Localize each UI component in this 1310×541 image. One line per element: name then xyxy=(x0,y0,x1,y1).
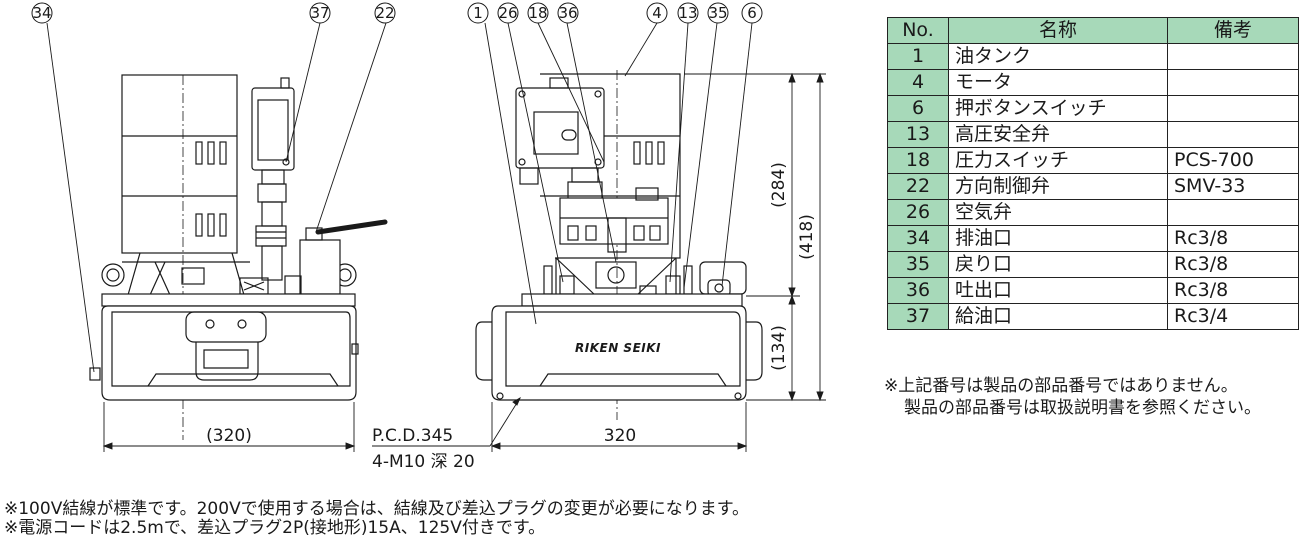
row-name: モータ xyxy=(948,69,1168,96)
row-remark xyxy=(1167,121,1299,148)
row-remark: PCS-700 xyxy=(1167,147,1299,174)
row-remark: Rc3/8 xyxy=(1167,225,1299,252)
height-lower-label: (134) xyxy=(769,325,789,371)
callout-13: 13 xyxy=(678,4,697,22)
side-motor xyxy=(121,74,238,440)
row-remark: Rc3/8 xyxy=(1167,277,1299,304)
height-total-label: (418) xyxy=(797,214,817,260)
row-name: 押ボタンスイッチ xyxy=(948,95,1168,122)
callout-18: 18 xyxy=(528,4,547,22)
row-no: 13 xyxy=(887,121,949,148)
row-no: 6 xyxy=(887,95,949,122)
row-name: 排油口 xyxy=(948,225,1168,252)
bolt-label: 4-M10 深 20 xyxy=(372,452,475,472)
front-tank xyxy=(475,305,763,401)
row-no: 26 xyxy=(887,199,949,226)
front-pressure-switch xyxy=(515,77,605,201)
row-remark xyxy=(1167,199,1299,226)
row-no: 1 xyxy=(887,43,949,70)
row-name: 高圧安全弁 xyxy=(948,121,1168,148)
side-width-label: (320) xyxy=(206,426,252,446)
height-upper-label: (284) xyxy=(769,162,789,208)
callout-36: 36 xyxy=(558,4,577,22)
front-width-label: 320 xyxy=(604,426,636,446)
row-name: 給油口 xyxy=(948,303,1168,330)
row-remark: Rc3/8 xyxy=(1167,251,1299,278)
side-valve-stack xyxy=(239,169,287,295)
callout-35: 35 xyxy=(708,4,727,22)
header-no: No. xyxy=(887,17,949,44)
callout-1: 1 xyxy=(473,4,483,22)
footer-note: ※電源コードは2.5mで、差込プラグ2P(接地形)15A、125V付きです。 xyxy=(4,518,546,538)
front-view xyxy=(475,70,826,452)
callout-leaders xyxy=(46,22,753,373)
side-motor-mount xyxy=(122,252,250,296)
pump-drawing: 34 37 22 1 26 18 36 4 13 35 6 (320) 320 … xyxy=(31,2,826,472)
side-eye-left xyxy=(101,263,125,287)
height-dimensions xyxy=(684,72,826,402)
footer-note: ※100V結線が標準です。200Vで使用する場合は、結線及び差込プラグの変更が必… xyxy=(4,499,749,519)
callout-6: 6 xyxy=(747,4,757,22)
pcd-label: P.C.D.345 xyxy=(372,426,453,446)
callout-34: 34 xyxy=(32,4,51,22)
table-note: 製品の部品番号は取扱説明書を参照ください。 xyxy=(904,398,1261,418)
row-remark xyxy=(1167,69,1299,96)
front-manifold xyxy=(559,187,669,289)
row-remark: Rc3/4 xyxy=(1167,303,1299,330)
side-view xyxy=(89,74,388,452)
row-remark xyxy=(1167,95,1299,122)
header-remark: 備考 xyxy=(1167,17,1299,44)
row-name: 吐出口 xyxy=(948,277,1168,304)
row-no: 36 xyxy=(887,277,949,304)
row-remark: SMV-33 xyxy=(1167,173,1299,200)
row-no: 4 xyxy=(887,69,949,96)
row-name: 圧力スイッチ xyxy=(948,147,1168,174)
row-no: 37 xyxy=(887,303,949,330)
pcd-leader xyxy=(372,396,521,447)
front-base-plate xyxy=(521,293,743,307)
callout-22: 22 xyxy=(375,4,394,22)
row-no: 35 xyxy=(887,251,949,278)
front-width-dimension xyxy=(490,402,748,452)
row-no: 18 xyxy=(887,147,949,174)
row-remark xyxy=(1167,43,1299,70)
row-name: 油タンク xyxy=(948,43,1168,70)
row-no: 22 xyxy=(887,173,949,200)
parts-table-header: No. 名称 備考 xyxy=(887,17,1299,44)
callout-4: 4 xyxy=(652,4,662,22)
side-width-dimension xyxy=(102,402,356,452)
callout-37: 37 xyxy=(310,4,329,22)
row-no: 34 xyxy=(887,225,949,252)
side-base-plate xyxy=(101,293,356,307)
row-name: 戻り口 xyxy=(948,251,1168,278)
side-tank xyxy=(89,305,359,401)
callout-26: 26 xyxy=(498,4,517,22)
table-note: ※上記番号は製品の部品番号ではありません。 xyxy=(884,376,1238,396)
side-direction-valve xyxy=(284,219,388,295)
brand-logo: RIKEN SEIKI xyxy=(575,341,661,355)
row-name: 方向制御弁 xyxy=(948,173,1168,200)
header-name: 名称 xyxy=(948,17,1168,44)
row-name: 空気弁 xyxy=(948,199,1168,226)
